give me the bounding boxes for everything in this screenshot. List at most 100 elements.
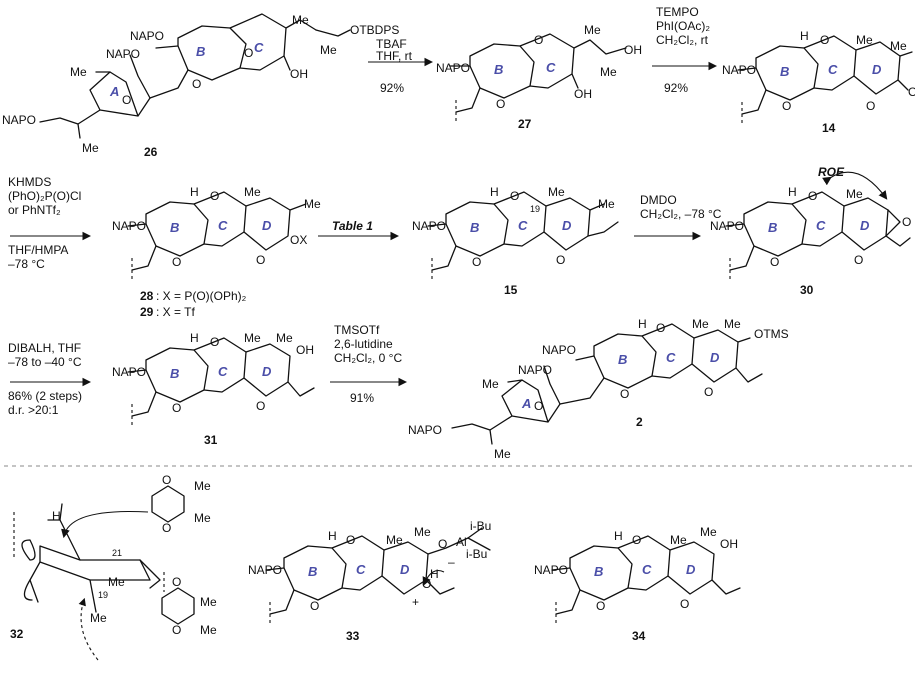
reagent: PhI(OAc)₂ bbox=[656, 19, 710, 33]
o-atom: O bbox=[192, 77, 201, 91]
ring-c: C bbox=[356, 562, 366, 577]
o-atom: O bbox=[422, 577, 431, 591]
nap-label: NAPO bbox=[2, 113, 36, 127]
ring-d: D bbox=[686, 562, 696, 577]
o-atom: O bbox=[656, 321, 665, 335]
compound-33: NAPO O O O O Al i-Bu i-Bu – H + Me Me H … bbox=[248, 519, 491, 643]
me-label: Me bbox=[482, 377, 499, 391]
compound-number: 28 bbox=[140, 289, 154, 303]
reagent: d.r. >20:1 bbox=[8, 403, 59, 417]
ring-b: B bbox=[494, 62, 503, 77]
nap-label: NAPO bbox=[248, 563, 282, 577]
me-label: Me bbox=[890, 39, 907, 53]
ring-d: D bbox=[400, 562, 410, 577]
step-1: TBAF THF, rt 92% bbox=[368, 37, 434, 95]
o-atom: O bbox=[680, 597, 689, 611]
h-label: H bbox=[800, 29, 809, 43]
step-7: TMSOTf 2,6-lutidine CH₂Cl₂, 0 °C 91% bbox=[330, 323, 408, 405]
h-label: H bbox=[638, 317, 647, 331]
o-atom: O bbox=[210, 189, 219, 203]
ring-d: D bbox=[860, 218, 870, 233]
ring-a: A bbox=[109, 84, 119, 99]
compound-26: NAPO NAPO NAPO O O Me OTBDPS OH Me Me Me… bbox=[2, 13, 399, 159]
position-21: 21 bbox=[112, 548, 122, 558]
compound-2: NAPO NAPO NAPO O O O O OTMS Me Me Me Me … bbox=[408, 317, 789, 461]
o-atom: O bbox=[472, 255, 481, 269]
me-label: Me bbox=[724, 317, 741, 331]
ring-d: D bbox=[262, 364, 272, 379]
ring-b: B bbox=[780, 64, 789, 79]
ring-b: B bbox=[768, 220, 777, 235]
ring-c: C bbox=[218, 218, 228, 233]
compound-number: 34 bbox=[632, 629, 646, 643]
o-atom: O bbox=[346, 533, 355, 547]
h-label: H bbox=[190, 331, 199, 345]
yield: 92% bbox=[664, 81, 688, 95]
reagent: KHMDS bbox=[8, 175, 51, 189]
o-atom: O bbox=[162, 473, 171, 487]
nap-label: NAPO bbox=[518, 363, 552, 377]
ring-c: C bbox=[816, 218, 826, 233]
ring-b: B bbox=[470, 220, 479, 235]
me-label: Me bbox=[200, 623, 217, 637]
ring-c: C bbox=[642, 562, 652, 577]
nap-label: NAPO bbox=[130, 29, 164, 43]
position-19: 19 bbox=[530, 204, 540, 214]
ring-d: D bbox=[872, 62, 882, 77]
me-label: Me bbox=[70, 65, 87, 79]
compound-number: 15 bbox=[504, 283, 518, 297]
ring-d: D bbox=[562, 218, 572, 233]
ring-d: D bbox=[710, 350, 720, 365]
me-label: Me bbox=[700, 525, 717, 539]
reagent: DMDO bbox=[640, 193, 677, 207]
me-label: Me bbox=[846, 187, 863, 201]
o-atom: O bbox=[596, 599, 605, 613]
me-label: Me bbox=[194, 511, 211, 525]
o-atom: O bbox=[496, 97, 505, 111]
o-atom: O bbox=[534, 33, 543, 47]
me-label: Me bbox=[244, 185, 261, 199]
ring-a: A bbox=[521, 396, 531, 411]
compound-34: NAPO O O O OH Me Me H B C D 34 bbox=[534, 525, 741, 643]
h-label: H bbox=[430, 567, 439, 581]
compound-31: NAPO O O O OH Me Me H B C D 31 bbox=[112, 331, 315, 447]
me-label: Me bbox=[548, 185, 565, 199]
compound-30: ROE NAPO O O O O Me H B C D 30 bbox=[710, 165, 911, 297]
h-label: H bbox=[490, 185, 499, 199]
oh-label: OH bbox=[290, 67, 308, 81]
reagent: CH₂Cl₂, rt bbox=[656, 33, 709, 47]
o-atom: O bbox=[122, 93, 131, 107]
me-label: Me bbox=[598, 197, 615, 211]
o-atom: O bbox=[556, 253, 565, 267]
me-label: Me bbox=[670, 533, 687, 547]
compound-number: 14 bbox=[822, 121, 836, 135]
o-atom: O bbox=[172, 575, 181, 589]
compound-15: NAPO O O O Me Me H 19 B C D 15 bbox=[412, 185, 619, 297]
compound-number: 31 bbox=[204, 433, 218, 447]
me-label: Me bbox=[244, 331, 261, 345]
nap-label: NAPO bbox=[542, 343, 576, 357]
position-19: 19 bbox=[98, 590, 108, 600]
ring-b: B bbox=[594, 564, 603, 579]
charge-minus: – bbox=[448, 555, 455, 569]
me-label: Me bbox=[90, 611, 107, 625]
h-label: H bbox=[614, 529, 623, 543]
o-atom: O bbox=[244, 46, 253, 60]
nap-label: NAPO bbox=[710, 219, 744, 233]
me-label: Me bbox=[82, 141, 99, 155]
oh-label: OH bbox=[720, 537, 738, 551]
nap-label: NAPO bbox=[534, 563, 568, 577]
o-atom: O bbox=[808, 189, 817, 203]
compound-number: 27 bbox=[518, 117, 532, 131]
reagent: DIBALH, THF bbox=[8, 341, 81, 355]
roe-label: ROE bbox=[818, 165, 845, 179]
o-atom: O bbox=[782, 99, 791, 113]
h-label: H bbox=[788, 185, 797, 199]
x-definition: : X = P(O)(OPh)₂ bbox=[156, 289, 247, 303]
compound-number: 26 bbox=[144, 145, 158, 159]
compound-14: NAPO O O O O Me Me H B C D 14 bbox=[722, 29, 915, 135]
reagent: 2,6-lutidine bbox=[334, 337, 393, 351]
me-label: Me bbox=[194, 479, 211, 493]
o-atom: O bbox=[310, 599, 319, 613]
